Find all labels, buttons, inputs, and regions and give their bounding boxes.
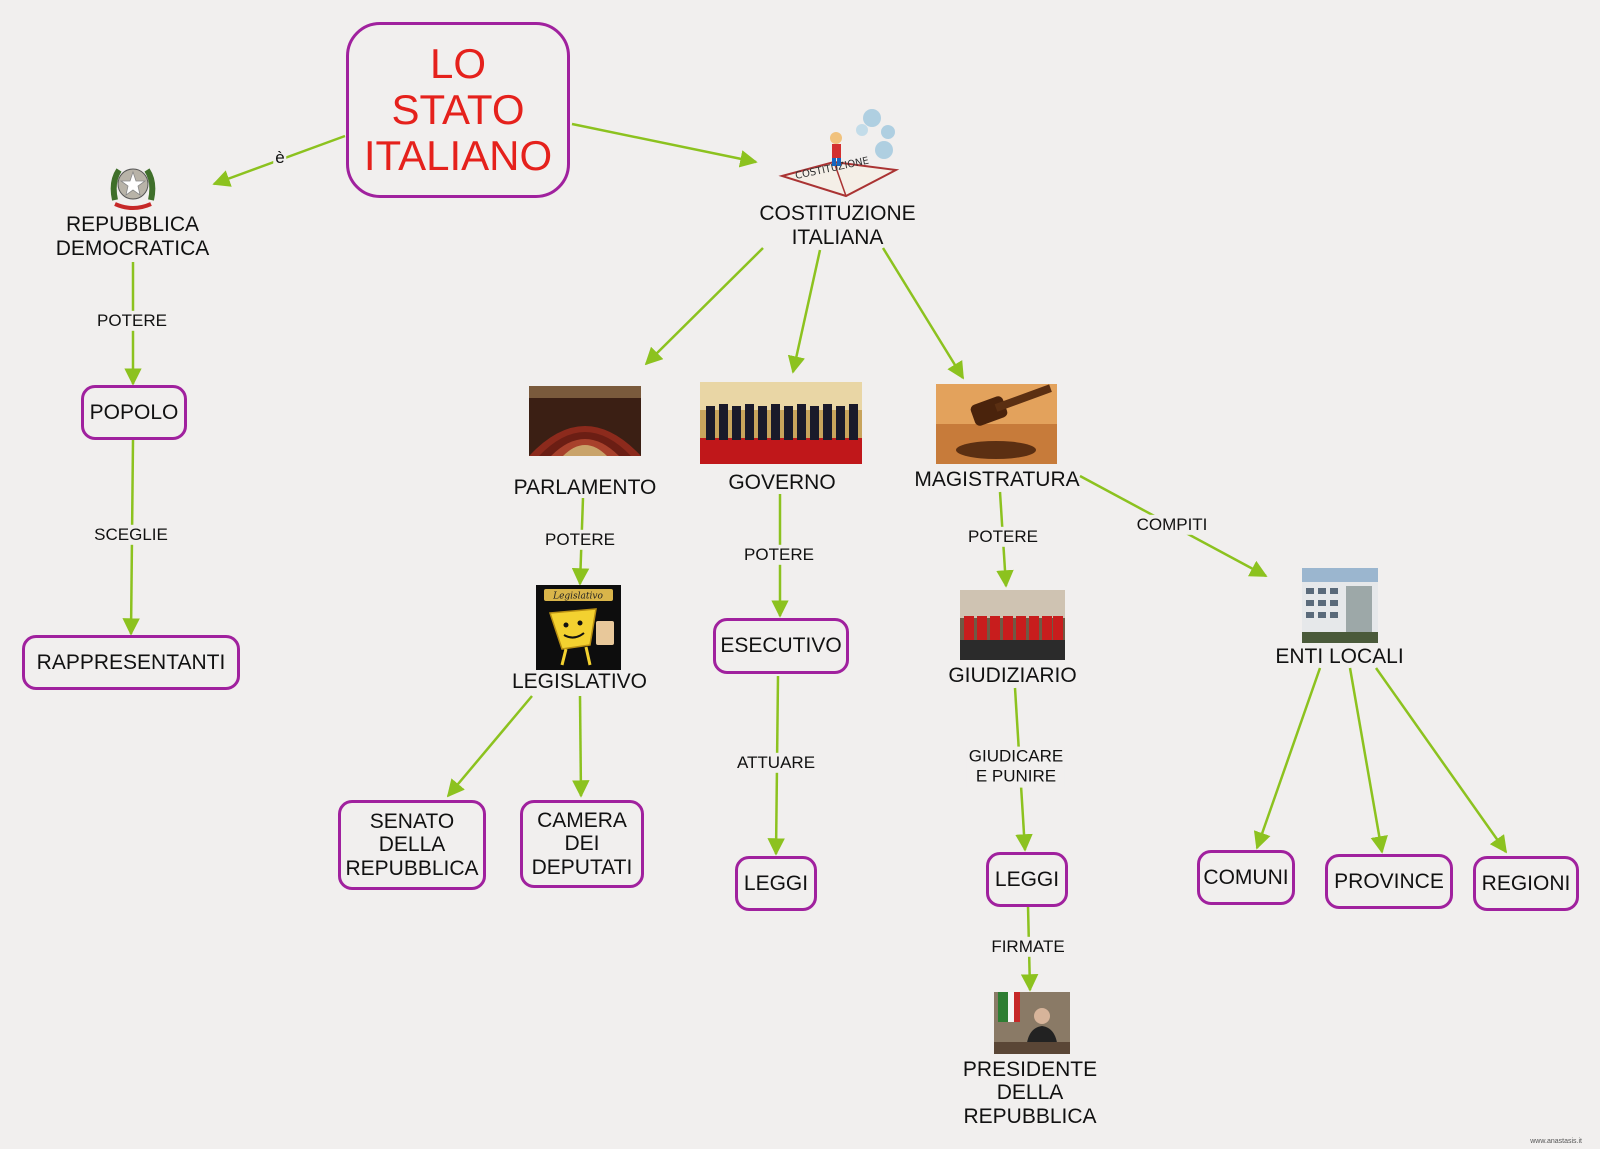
arrow-enti-province bbox=[1350, 668, 1382, 852]
gavel-icon bbox=[936, 384, 1057, 464]
popolo-node: POPOLO bbox=[81, 385, 187, 440]
costituzione-italiana-node: COSTITUZIONE ITALIANA bbox=[740, 201, 935, 251]
president-photo bbox=[994, 992, 1070, 1054]
senato-node: SENATO DELLA REPUBBLICA bbox=[338, 800, 486, 890]
parliament-photo bbox=[529, 386, 641, 456]
title-node: LO STATO ITALIANO bbox=[346, 22, 570, 198]
governo-node: GOVERNO bbox=[712, 469, 852, 497]
province-node: PROVINCE bbox=[1325, 854, 1453, 909]
legislativo-cartoon: Legislativo bbox=[536, 585, 621, 670]
camera-node: CAMERA DEI DEPUTATI bbox=[520, 800, 644, 888]
link-label-potere: POTERE bbox=[95, 311, 169, 331]
emblem-icon bbox=[109, 160, 157, 212]
footer-credit: www.anastasis.it bbox=[1530, 1138, 1582, 1145]
legislativo-node: LEGISLATIVO bbox=[502, 668, 657, 696]
arrow-enti-regioni bbox=[1376, 668, 1506, 852]
parlamento-node: PARLAMENTO bbox=[505, 474, 665, 502]
esecutivo-node: ESECUTIVO bbox=[713, 618, 849, 674]
government-photo bbox=[700, 382, 862, 464]
constitution-book-icon: COSTITUZIONE bbox=[776, 104, 902, 200]
leggi-esecutivo-node: LEGGI bbox=[735, 856, 817, 911]
repubblica-democratica-node: REPUBBLICA DEMOCRATICA bbox=[40, 212, 225, 262]
link-label-giudicare: GIUDICARE E PUNIRE bbox=[967, 747, 1065, 788]
arrow-costituzione-parlamento bbox=[646, 248, 763, 364]
link-label-potere-esecutivo: POTERE bbox=[742, 545, 816, 565]
arrow-legislativo-senato bbox=[448, 696, 532, 796]
link-label-sceglie: SCEGLIE bbox=[92, 525, 170, 545]
legislativo-image-text: Legislativo bbox=[552, 592, 603, 602]
building-photo bbox=[1302, 568, 1378, 643]
rappresentanti-node: RAPPRESENTANTI bbox=[22, 635, 240, 690]
link-label-e: è bbox=[273, 148, 286, 168]
link-label-firmate: FIRMATE bbox=[989, 937, 1066, 957]
arrow-enti-comuni bbox=[1257, 668, 1320, 848]
link-label-potere-legislativo: POTERE bbox=[543, 530, 617, 550]
link-label-compiti: COMPITI bbox=[1135, 515, 1210, 535]
comuni-node: COMUNI bbox=[1197, 850, 1295, 905]
judges-photo bbox=[960, 590, 1065, 660]
regioni-node: REGIONI bbox=[1473, 856, 1579, 911]
arrow-costituzione-magistratura bbox=[883, 248, 963, 378]
magistratura-node: MAGISTRATURA bbox=[904, 466, 1090, 494]
arrow-title-costituzione bbox=[572, 124, 756, 162]
presidente-node: PRESIDENTE DELLA REPUBBLICA bbox=[950, 1054, 1110, 1132]
enti-locali-node: ENTI LOCALI bbox=[1262, 643, 1417, 671]
leggi-giudiziario-node: LEGGI bbox=[986, 852, 1068, 907]
link-label-potere-giudiziario: POTERE bbox=[966, 527, 1040, 547]
giudiziario-node: GIUDIZIARIO bbox=[935, 662, 1090, 690]
arrow-legislativo-camera bbox=[580, 696, 581, 796]
link-label-attuare: ATTUARE bbox=[735, 753, 817, 773]
arrow-costituzione-governo bbox=[793, 250, 820, 372]
